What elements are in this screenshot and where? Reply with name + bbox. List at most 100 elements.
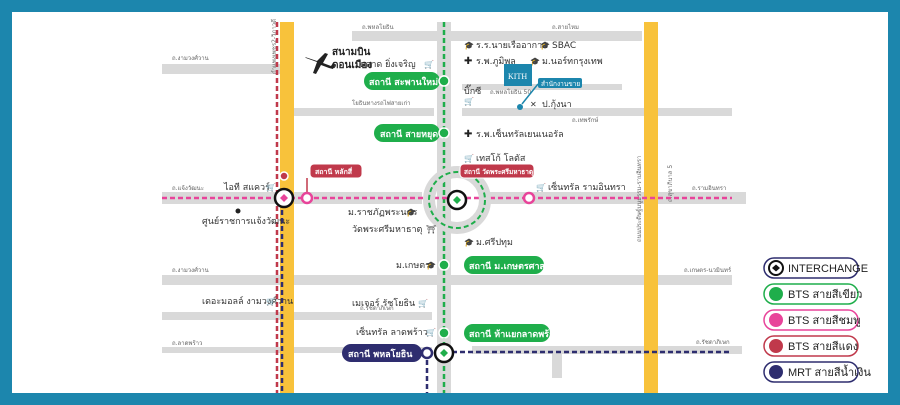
temple-icon: ⛩ — [426, 225, 436, 234]
road-side-vertical — [552, 348, 562, 378]
station-ha-yaek-dot[interactable] — [438, 327, 450, 339]
legend: INTERCHANGE BTS สายสีเขียว BTS สายสีชมพู… — [763, 257, 871, 383]
road-label-rail: โยธินทางรถไฟสายเก่า — [352, 99, 410, 107]
bigc-label: บิ๊กซี — [464, 84, 481, 97]
station-saphan-mai-label: สถานี สะพานใหม่ — [369, 76, 438, 88]
sales-office-pin — [517, 104, 523, 110]
station-wat-phra-pill[interactable] — [459, 163, 535, 179]
road-label-phahon-top: ถ.พหลโยธิน — [362, 23, 394, 31]
station-lak-si-pill[interactable] — [309, 163, 363, 179]
legend-green-icon — [769, 287, 783, 301]
legend-pink-icon — [769, 313, 783, 327]
it-square-label: ไอที สแควร์ — [223, 181, 270, 193]
road-label-ramintra-right: ถ.รามอินทรา — [692, 185, 726, 192]
road-label-ngamwongwan-top: ถ.งามวงศ์วาน — [172, 54, 209, 62]
cart-icon-market: 🛒 — [424, 59, 434, 69]
station-ha-yaek-pill[interactable] — [464, 324, 550, 342]
north-bkk-label: ม.นอร์ทกรุงเทพ — [542, 55, 603, 67]
govt-center-dot — [235, 208, 241, 214]
cart-icon-mall: 🛒 — [266, 296, 276, 306]
cart-icon-it: 🛒 — [266, 182, 276, 192]
post-icon: ✕ — [530, 100, 537, 109]
airplane-icon — [305, 53, 335, 74]
temple-label: วัดพระศรีมหาธาตุ — [352, 224, 423, 235]
hospital-icon-bhumibol: ✚ — [464, 56, 472, 67]
roundabout-green-ring — [428, 171, 486, 229]
road-ratchada — [162, 312, 432, 320]
station-kasetsart-label: สถานี ม.เกษตรศาสตร์ — [469, 260, 556, 272]
school-icon-sbac: 🎓 — [540, 41, 550, 50]
road-top-central — [352, 31, 452, 41]
central-ramintra-label: เซ็นทรัล รามอินทรา — [548, 180, 626, 193]
sales-office-label: สำนักงานขาย — [541, 80, 580, 88]
station-wat-phra[interactable]: สถานี วัดพระศรีมหาธาตุ — [459, 163, 535, 179]
station-sai-yud-pill[interactable] — [374, 124, 440, 142]
bhumibol-label: ร.พ.ภูมิพล — [476, 56, 516, 67]
kasetsart-label: ม.เกษตร — [396, 261, 430, 271]
school-icon-sripatum: 🎓 — [464, 238, 474, 247]
road-label-ratchada: ถ.รัชดาภิเษก — [360, 305, 394, 312]
legend-item-mrt-blue: MRT สายสีน้ำเงิน — [763, 361, 871, 383]
station-sai-yud-dot[interactable] — [438, 127, 450, 139]
station-kasetsart-pill[interactable] — [464, 256, 544, 274]
central-hospital-label: ร.พ.เซ็นทรัลเยนเนอรัล — [476, 127, 564, 140]
govt-center-label: ศูนย์ราชการแจ้งวัฒนะ — [202, 215, 290, 227]
legend-label-green: BTS สายสีเขียว — [788, 288, 862, 301]
airport-label-1: สนามบิน — [332, 46, 370, 58]
school-icon-kasetsart: 🎓 — [426, 261, 436, 270]
station-saphan-mai-pill[interactable] — [364, 72, 440, 90]
road-label-kaset-nawamin: ถ.เกษตร-นวมินทร์ — [684, 266, 732, 274]
legend-label-blue: MRT สายสีน้ำเงิน — [788, 364, 871, 379]
pink-station-right[interactable] — [522, 191, 536, 205]
cart-icon-ladprao: 🛒 — [426, 327, 436, 337]
major-label: เมเจอร์ รัชโยธิน — [352, 297, 415, 309]
station-lak-si[interactable]: สถานี หลักสี่ — [306, 163, 363, 192]
road-label-kamphaeng: กำแพงเพชร2-วิภาวดี — [270, 19, 278, 74]
road-label-chaengwattana: ถ.แจ้งวัฒนะ — [172, 185, 204, 192]
road-rail — [294, 108, 434, 116]
legend-red-icon — [769, 339, 783, 353]
road-label-ratchada-right: ถ.รัชดาภิเษก — [696, 339, 730, 346]
highway-right-yellow — [644, 22, 658, 393]
map-frame: ถ.งามวงศ์วาน กำแพงเพชร2-วิภาวดี ถ.พหลโยธ… — [12, 12, 888, 393]
road-ladprao — [472, 346, 742, 354]
road-lower-left — [162, 347, 432, 353]
road-top-right — [452, 31, 642, 41]
central-ladprao-label: เซ็นทรัล ลาดพร้าว — [356, 325, 428, 338]
legend-item-bts-pink: BTS สายสีชมพู — [763, 309, 860, 331]
road-label-saphanmai: ถ.สายไหม — [552, 23, 579, 31]
road-label-ngamwongwan: ถ.งามวงศ์วาน — [172, 266, 209, 274]
cart-icon-tesco: 🛒 — [464, 153, 474, 163]
station-phahon[interactable]: สถานี พหลโยธิน — [342, 344, 422, 362]
station-phahon-label: สถานี พหลโยธิน — [348, 348, 413, 360]
interchange-ha-yaek-icon — [440, 349, 448, 357]
station-ha-yaek-label: สถานี ห้าแยกลาดพร้าว — [469, 329, 559, 340]
road-label-thepharak: ถ.เทพรักษ์ — [572, 116, 598, 124]
red-station-marker[interactable] — [279, 171, 289, 181]
legend-label-pink: BTS สายสีชมพู — [788, 314, 860, 327]
rajabhat-label: ม.ราชภัฏพระนคร — [348, 208, 418, 218]
road-label-ladprao: ถ.ลาดพร้าว — [172, 340, 202, 347]
legend-item-bts-red: BTS สายสีแดง — [763, 335, 859, 357]
green-line-stations: สถานี สะพานใหม่ สถานี สายหยุด สถานี ม.เก… — [364, 72, 559, 342]
navy-school-label: ร.ร.นายเรืออากาศ — [476, 40, 548, 51]
station-lak-si-label: สถานี หลักสี่ — [315, 166, 353, 176]
legend-item-bts-green: BTS สายสีเขียว — [763, 283, 862, 305]
station-kasetsart-dot[interactable] — [438, 259, 450, 271]
sales-office-pointer — [521, 83, 539, 105]
road-label-suk5: ถ.สุขาภิบาล 5 — [667, 165, 674, 202]
kith-logo — [504, 64, 532, 86]
station-saphan-mai-dot[interactable] — [438, 75, 450, 87]
legend-blue-icon — [769, 365, 783, 379]
interchange-wat-phra-icon — [453, 196, 461, 204]
station-wat-phra-label: สถานี วัดพระศรีมหาธาตุ — [464, 168, 533, 176]
road-upper-right — [462, 108, 732, 116]
the-mall-label: เดอะมอลล์ งามวงศ์วาน — [202, 295, 293, 307]
sripatum-label: ม.ศรีปทุม — [476, 237, 513, 248]
route-map: ถ.งามวงศ์วาน กำแพงเพชร2-วิภาวดี ถ.พหลโยธ… — [162, 19, 871, 393]
station-phahon-pill[interactable] — [342, 344, 422, 362]
road-ngamwongwan-top — [162, 64, 294, 74]
cart-icon-bigc: 🛒 — [464, 96, 474, 106]
pink-station-lak-si[interactable] — [300, 191, 314, 205]
mrt-station-phahon[interactable] — [420, 346, 434, 360]
